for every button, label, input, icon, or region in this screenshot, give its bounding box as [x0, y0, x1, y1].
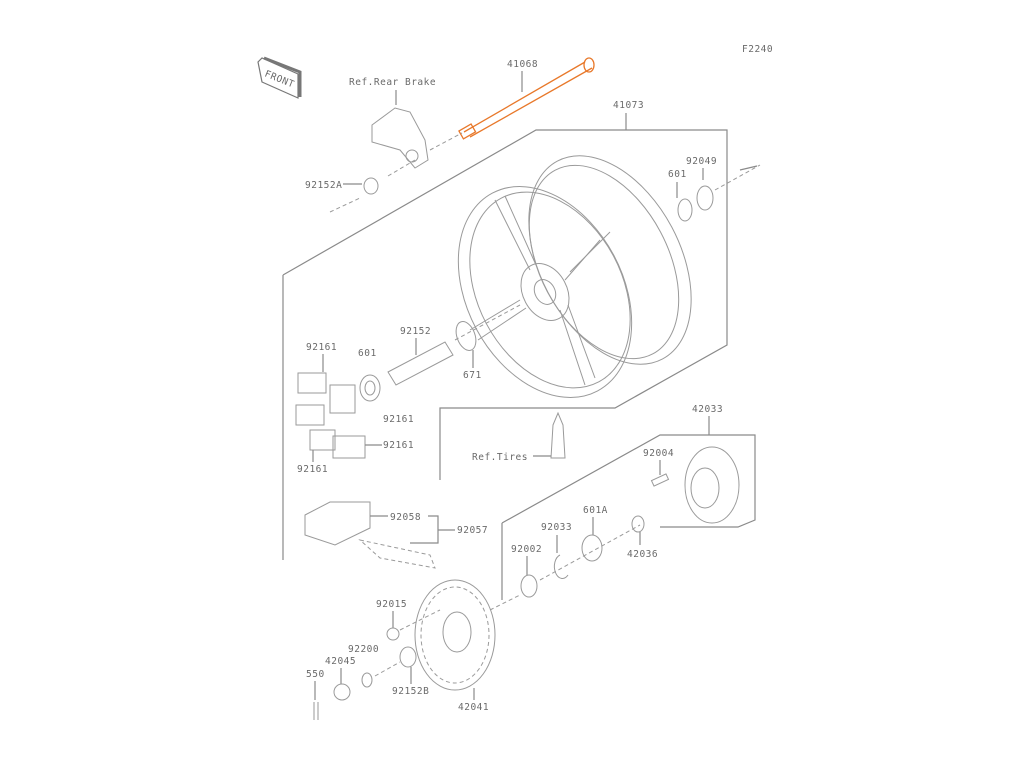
front-label: FRONT — [263, 69, 296, 91]
label-o-ring: 671 — [463, 370, 482, 381]
label-circlip: 92033 — [541, 522, 572, 533]
diagram-code: F2240 — [742, 44, 773, 55]
label-stud: 92004 — [643, 448, 674, 459]
bearing-right-part[interactable] — [677, 198, 693, 222]
sprocket-part[interactable] — [414, 579, 496, 691]
brake-bracket-part[interactable] — [371, 107, 429, 169]
label-bearing-left: 601 — [358, 348, 377, 359]
label-bearing-coupling: 601A — [583, 505, 608, 516]
label-tires-ref: Ref.Tires — [472, 452, 528, 463]
label-rear-brake-ref: Ref.Rear Brake — [349, 77, 436, 88]
label-damper-top: 92161 — [306, 342, 337, 353]
stud-part[interactable] — [650, 473, 670, 487]
coupling-collar-part[interactable] — [631, 515, 645, 533]
label-damper-right: 92161 — [383, 440, 414, 451]
nut-part[interactable] — [386, 627, 400, 641]
label-wheel: 41073 — [613, 100, 644, 111]
label-bearing-right: 601 — [668, 169, 687, 180]
label-nut: 92015 — [376, 599, 407, 610]
valve-part[interactable] — [550, 411, 566, 459]
wheel-part[interactable] — [424, 128, 725, 427]
chain-part[interactable] — [358, 539, 436, 569]
label-seal-coupling: 92002 — [511, 544, 542, 555]
label-collar: 92152 — [400, 326, 431, 337]
label-axle: 41068 — [507, 59, 538, 70]
label-cotter-pin: 550 — [306, 669, 325, 680]
coupling-part[interactable] — [684, 446, 740, 524]
chain-link-part[interactable] — [304, 501, 371, 546]
label-chain: 92057 — [457, 525, 488, 536]
front-arrow-icon: FRONT — [257, 56, 302, 99]
axle-part[interactable] — [458, 57, 595, 140]
label-damper-bottom: 92161 — [297, 464, 328, 475]
circlip-part[interactable] — [553, 554, 569, 579]
collar-part[interactable] — [387, 341, 454, 386]
label-coupling-collar: 42036 — [627, 549, 658, 560]
bearing-coupling-part[interactable] — [581, 534, 603, 562]
label-seal-right: 92049 — [686, 156, 717, 167]
washer-part[interactable] — [361, 672, 373, 688]
label-sprocket: 42041 — [458, 702, 489, 713]
collar-a-part[interactable] — [363, 177, 379, 195]
label-collar-b: 92152B — [392, 686, 429, 697]
label-collar-a: 92152A — [305, 180, 342, 191]
damper-parts[interactable] — [295, 372, 366, 459]
o-ring-part[interactable] — [452, 319, 479, 353]
label-sprocket-nut: 42045 — [325, 656, 356, 667]
seal-right-part[interactable] — [696, 185, 714, 211]
label-washer: 92200 — [348, 644, 379, 655]
label-damper-mid: 92161 — [383, 414, 414, 425]
label-coupling: 42033 — [692, 404, 723, 415]
label-chain-link: 92058 — [390, 512, 421, 523]
seal-coupling-part[interactable] — [520, 574, 538, 598]
sprocket-nut-part[interactable] — [333, 683, 351, 701]
collar-b-part[interactable] — [399, 646, 417, 668]
cotter-pin-part[interactable] — [313, 702, 319, 720]
bearing-left-part[interactable] — [359, 374, 381, 402]
